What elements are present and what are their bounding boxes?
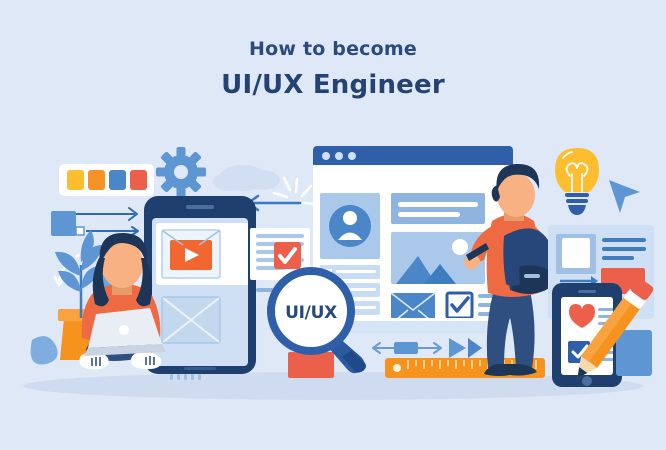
cloud-shape [213,165,280,191]
decorative-blob [30,336,58,365]
browser-dot [348,152,356,160]
smartphone-video [144,196,256,374]
red-checkbox-icon [274,242,301,269]
magnifier-icon [267,267,366,374]
smartphone-right [552,283,622,387]
browser-dot [335,152,343,160]
envelope-icon [390,292,436,318]
gear-icon [156,147,206,197]
cursor-arrow-icon [609,180,640,213]
lightbulb-icon [555,148,599,215]
sparkle-burst [272,176,318,206]
blue-block [616,330,652,376]
woman-with-laptop [79,232,166,370]
slider-control [372,342,442,354]
laptop [84,308,166,356]
decorative-bars [170,374,201,380]
browser-dot [322,152,330,160]
sneakers [79,351,162,370]
flow-arrows [51,207,139,287]
pencil-icon [577,278,654,379]
man-with-backpack [464,163,553,376]
swatch-orange [88,170,105,190]
swatch-red [130,170,147,190]
color-palette-card [59,164,154,196]
swatch-blue [109,170,126,190]
magnifier-label: UI/UX [285,303,337,323]
headline-block [391,193,485,224]
browser-window [313,146,513,333]
heart-icon [569,304,595,328]
swatch-yellow [67,170,84,190]
